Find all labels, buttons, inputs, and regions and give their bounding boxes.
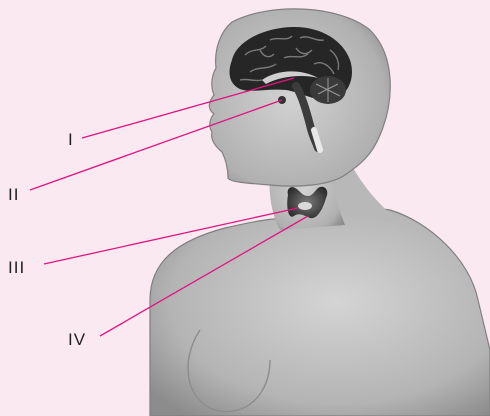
label-IV: IV <box>68 330 86 350</box>
label-III: III <box>8 258 25 278</box>
label-II: II <box>8 185 19 205</box>
cerebellum <box>310 76 346 104</box>
thyroid-highlight <box>298 202 312 210</box>
torso-shape <box>150 208 490 416</box>
label-I: I <box>68 130 74 150</box>
